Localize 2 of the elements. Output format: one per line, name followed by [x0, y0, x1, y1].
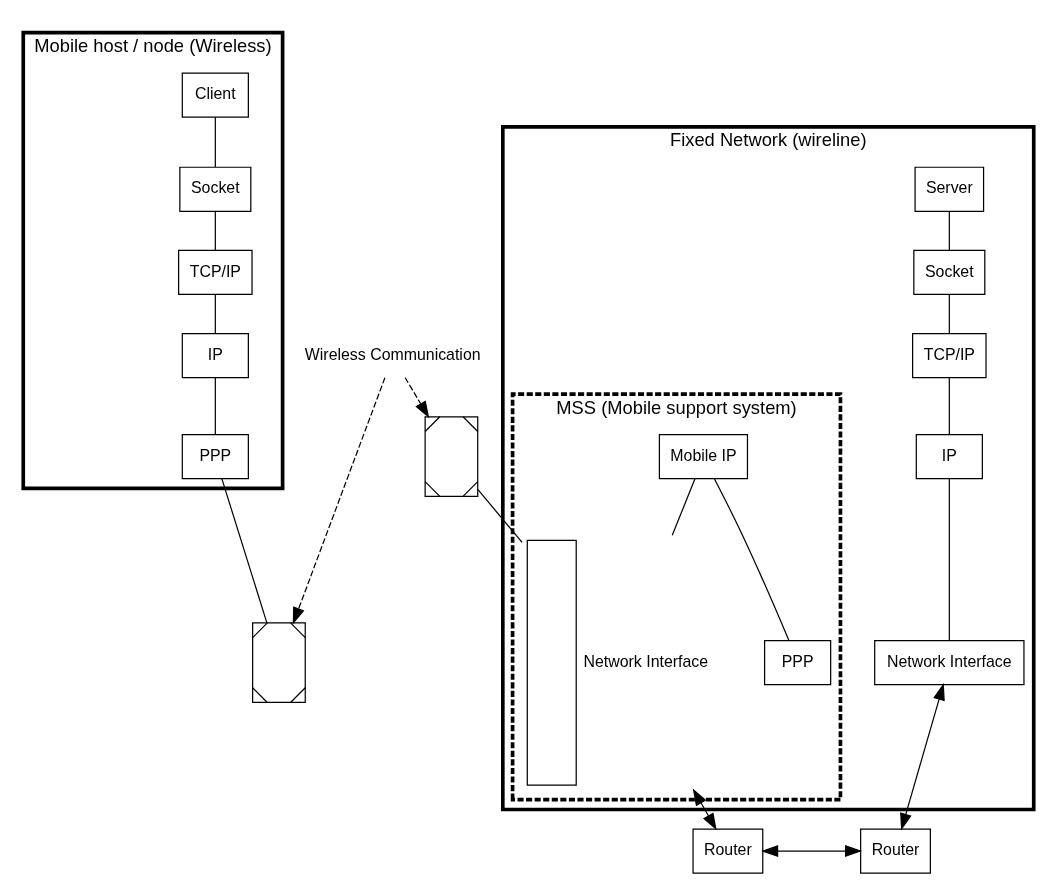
node-label: Network Interface — [583, 652, 709, 670]
node-text: Wireless Communication — [304, 345, 481, 363]
